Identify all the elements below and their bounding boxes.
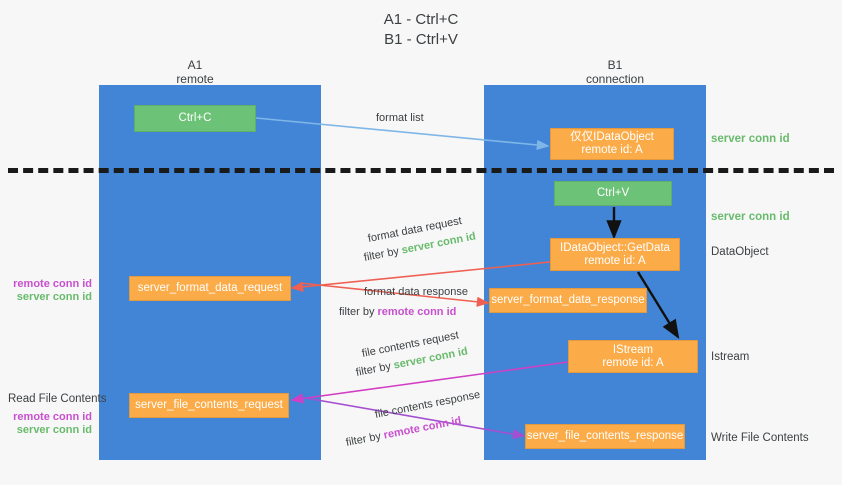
edge-label-format-data-response: format data response [364, 286, 468, 298]
node-server-format-data-request-label: server_format_data_request [137, 282, 283, 294]
diagram-title: A1 - Ctrl+C B1 - Ctrl+V [0, 10, 842, 50]
edge-label-file-contents-response: file contents response [373, 388, 482, 421]
column-b1-name: B1 [607, 58, 623, 72]
edge-label-file-contents-response-filter: filter by remote conn id [345, 414, 463, 450]
filter-prefix: filter by [362, 244, 403, 264]
node-server-file-contents-response-label: server_file_contents_response [526, 430, 684, 442]
node-getdata-line2: remote id: A [584, 254, 646, 267]
phase-divider [8, 168, 834, 173]
right-label-write-file-contents: Write File Contents [711, 432, 809, 444]
title-line-2: B1 - Ctrl+V [384, 31, 458, 48]
filter-value-remote-conn-id: remote conn id [382, 414, 463, 442]
right-label-istream: Istream [711, 351, 750, 363]
node-server-format-data-response[interactable]: server_format_data_response [489, 288, 647, 313]
left-label-server-conn-id-1: server conn id [16, 291, 92, 303]
node-idataobject-line1: 仅仅IDataObject [570, 131, 654, 143]
node-idataobject-line2: remote id: A [581, 144, 643, 156]
left-label-remote-conn-id-2: remote conn id [13, 411, 92, 423]
title-line-1: A1 - Ctrl+C [383, 11, 459, 28]
column-a1-role: remote [176, 72, 214, 86]
column-header-a1: A1 remote [135, 58, 255, 86]
node-server-file-contents-request-label: server_file_contents_request [135, 399, 283, 411]
column-a1-name: A1 [187, 58, 203, 72]
node-ctrl-c[interactable]: Ctrl+C [134, 105, 256, 132]
filter-value-remote-conn-id: remote conn id [377, 306, 457, 318]
node-server-format-data-response-label: server_format_data_response [491, 294, 645, 306]
right-label-dataobject: DataObject [711, 246, 769, 258]
filter-prefix: filter by [344, 429, 385, 449]
edge-label-format-data-response-filter: filter by remote conn id [339, 305, 456, 319]
left-label-server-conn-id-2: server conn id [16, 424, 92, 436]
right-label-server-conn-id-top: server conn id [711, 133, 790, 145]
column-b1-role: connection [585, 72, 645, 86]
left-label-conn-ids-2: remote conn id server conn id [0, 411, 92, 437]
node-server-file-contents-request[interactable]: server_file_contents_request [129, 393, 289, 418]
filter-prefix: filter by [339, 306, 378, 318]
filter-prefix: filter by [354, 359, 395, 379]
node-ctrl-c-label: Ctrl+C [178, 112, 212, 124]
node-server-format-data-request[interactable]: server_format_data_request [129, 276, 291, 301]
node-istream-line1: IStream [612, 343, 654, 356]
left-label-conn-ids-1: remote conn id server conn id [0, 278, 92, 304]
node-ctrl-v-label: Ctrl+V [596, 187, 630, 199]
right-label-server-conn-id-mid: server conn id [711, 211, 790, 223]
node-istream-line2: remote id: A [602, 356, 664, 369]
node-idataobject[interactable]: 仅仅IDataObject remote id: A [550, 128, 674, 160]
node-getdata[interactable]: IDataObject::GetData remote id: A [550, 238, 680, 271]
node-getdata-line1: IDataObject::GetData [560, 241, 670, 254]
column-header-b1: B1 connection [545, 58, 685, 86]
left-label-remote-conn-id-1: remote conn id [13, 278, 92, 290]
node-ctrl-v[interactable]: Ctrl+V [554, 181, 672, 206]
edge-label-format-list: format list [376, 112, 424, 124]
node-istream[interactable]: IStream remote id: A [568, 340, 698, 373]
node-server-file-contents-response[interactable]: server_file_contents_response [525, 424, 685, 449]
left-label-read-file-contents: Read File Contents [8, 393, 107, 405]
